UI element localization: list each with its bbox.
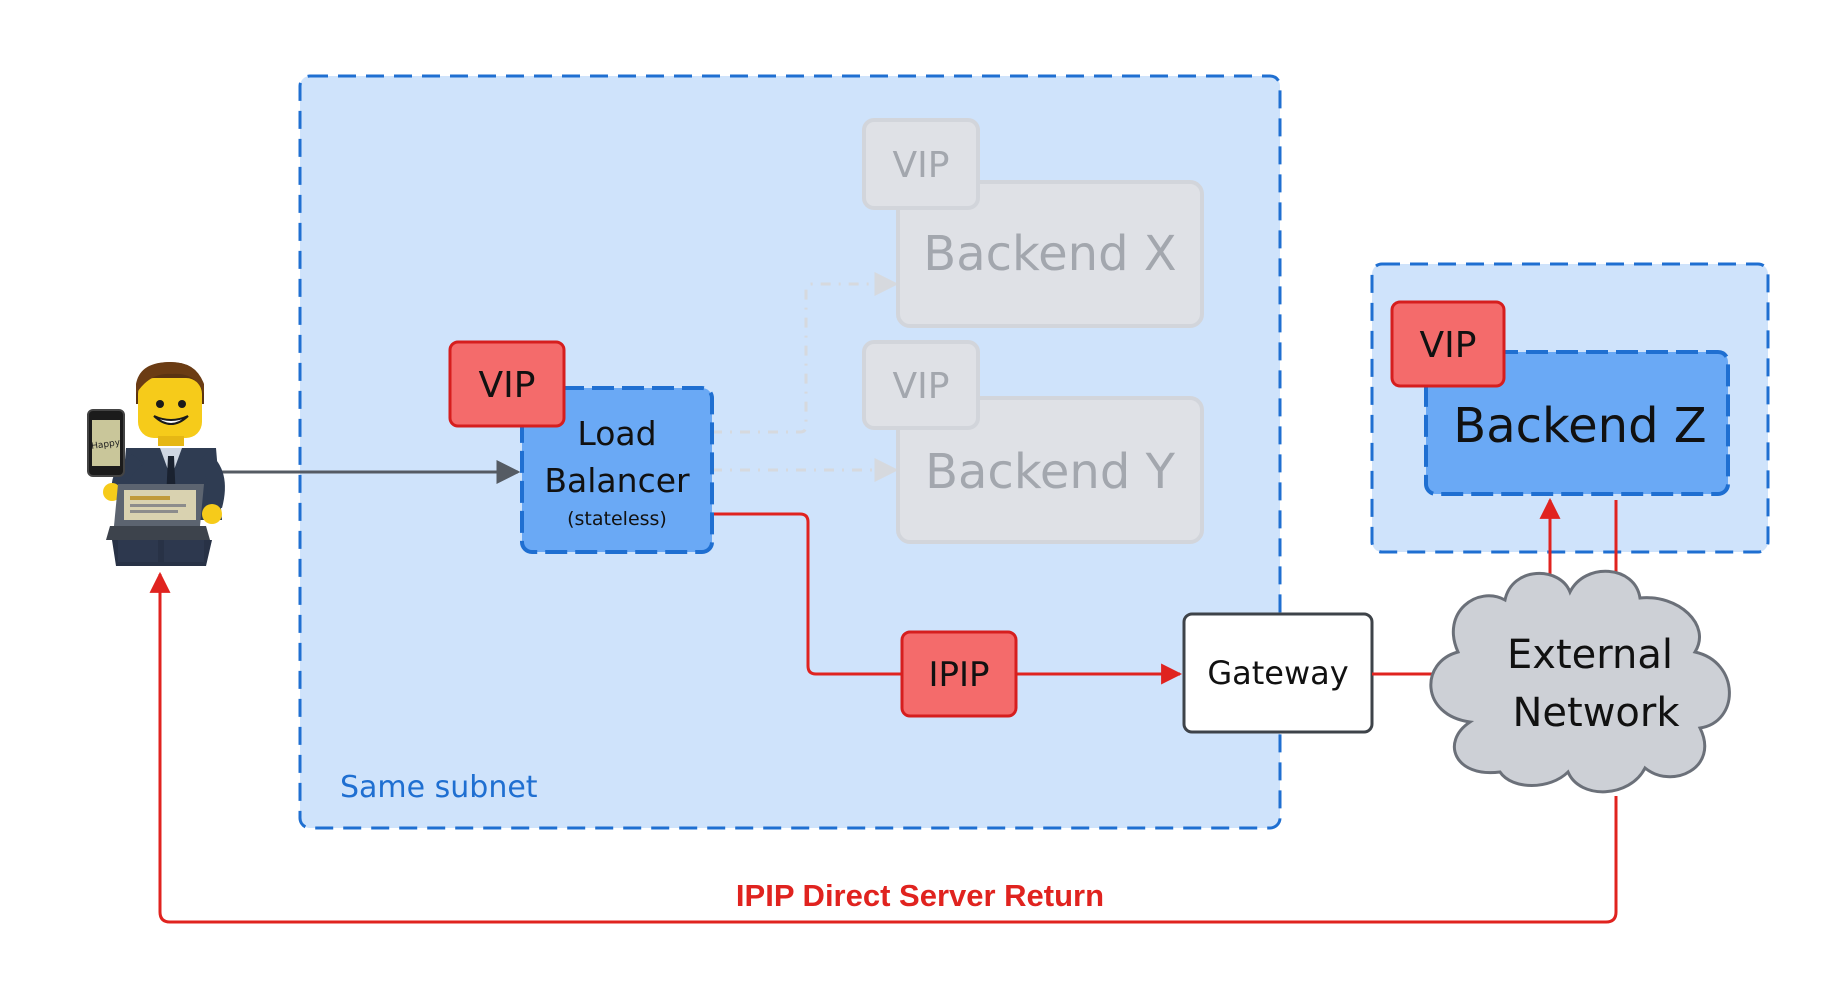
load-balancer-vip-label: VIP xyxy=(479,365,536,406)
ipip-badge xyxy=(900,630,1018,718)
direct-server-return-label: IPIP Direct Server Return xyxy=(736,878,1104,913)
backend-z-vip-label: VIP xyxy=(1420,325,1477,366)
load-balancer-vip-badge xyxy=(448,340,566,428)
load-balancer-box xyxy=(520,386,714,554)
external-network-label-line1: External xyxy=(1507,632,1673,678)
backend-y-box xyxy=(896,396,1204,544)
backend-y-label: Backend Y xyxy=(925,444,1176,500)
user-avatar: Happy xyxy=(87,362,225,566)
subnet-label: Same subnet xyxy=(340,770,538,805)
ipip-tunnel-path xyxy=(712,512,902,676)
backend-z-vip-badge xyxy=(1390,300,1506,388)
backend-x-label: Backend X xyxy=(923,226,1176,282)
load-balancer-label-line2: Balancer xyxy=(544,461,690,500)
backend-x-vip-badge xyxy=(862,118,980,210)
faded-arrow-to-backend-x xyxy=(712,272,899,434)
phone-screen-text: Happy xyxy=(91,438,122,452)
direct-server-return-path xyxy=(149,571,1618,924)
backend-z-box xyxy=(1424,350,1730,496)
backend-y-vip-label: VIP xyxy=(893,366,950,407)
external-network-label-line2: Network xyxy=(1512,690,1680,736)
load-balancer-label-line3: (stateless) xyxy=(567,508,667,530)
backend-z-label: Backend Z xyxy=(1453,398,1706,454)
gateway-label: Gateway xyxy=(1207,654,1348,692)
backend-x-vip-label: VIP xyxy=(893,145,950,186)
backend-y-vip-badge xyxy=(862,340,980,430)
load-balancer-label-line1: Load xyxy=(577,414,656,453)
ipip-label: IPIP xyxy=(928,655,989,695)
external-network-cloud xyxy=(1429,569,1731,794)
backend-x-box xyxy=(896,180,1204,328)
